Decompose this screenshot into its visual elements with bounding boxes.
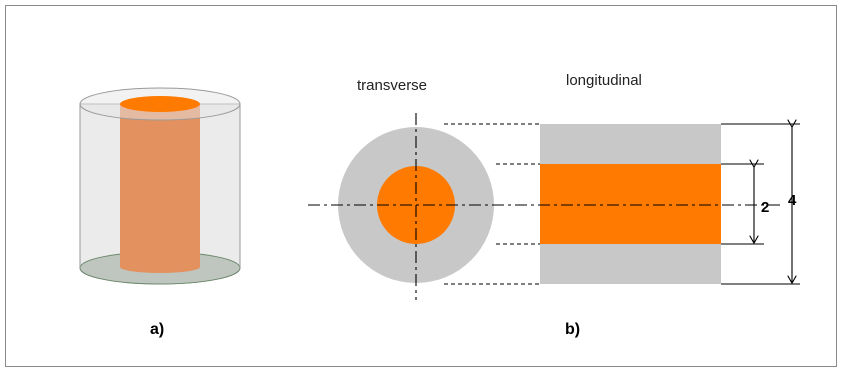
dimension-arrows (754, 126, 792, 282)
figure-border (5, 5, 837, 367)
label-outer-dimension: 4 (788, 192, 797, 209)
guide-lines (308, 113, 800, 300)
label-longitudinal: longitudinal (566, 72, 642, 89)
label-inner-dimension: 2 (761, 199, 769, 216)
longitudinal-section (540, 124, 721, 284)
cylinder-3d (79, 87, 241, 285)
inner-core-bottom (120, 261, 200, 273)
label-transverse: transverse (357, 77, 427, 94)
inner-core-body (120, 104, 200, 267)
inner-core-rect (540, 164, 721, 244)
label-panel-a: a) (150, 321, 164, 338)
label-panel-b: b) (565, 321, 580, 338)
inner-core-top (120, 96, 200, 112)
